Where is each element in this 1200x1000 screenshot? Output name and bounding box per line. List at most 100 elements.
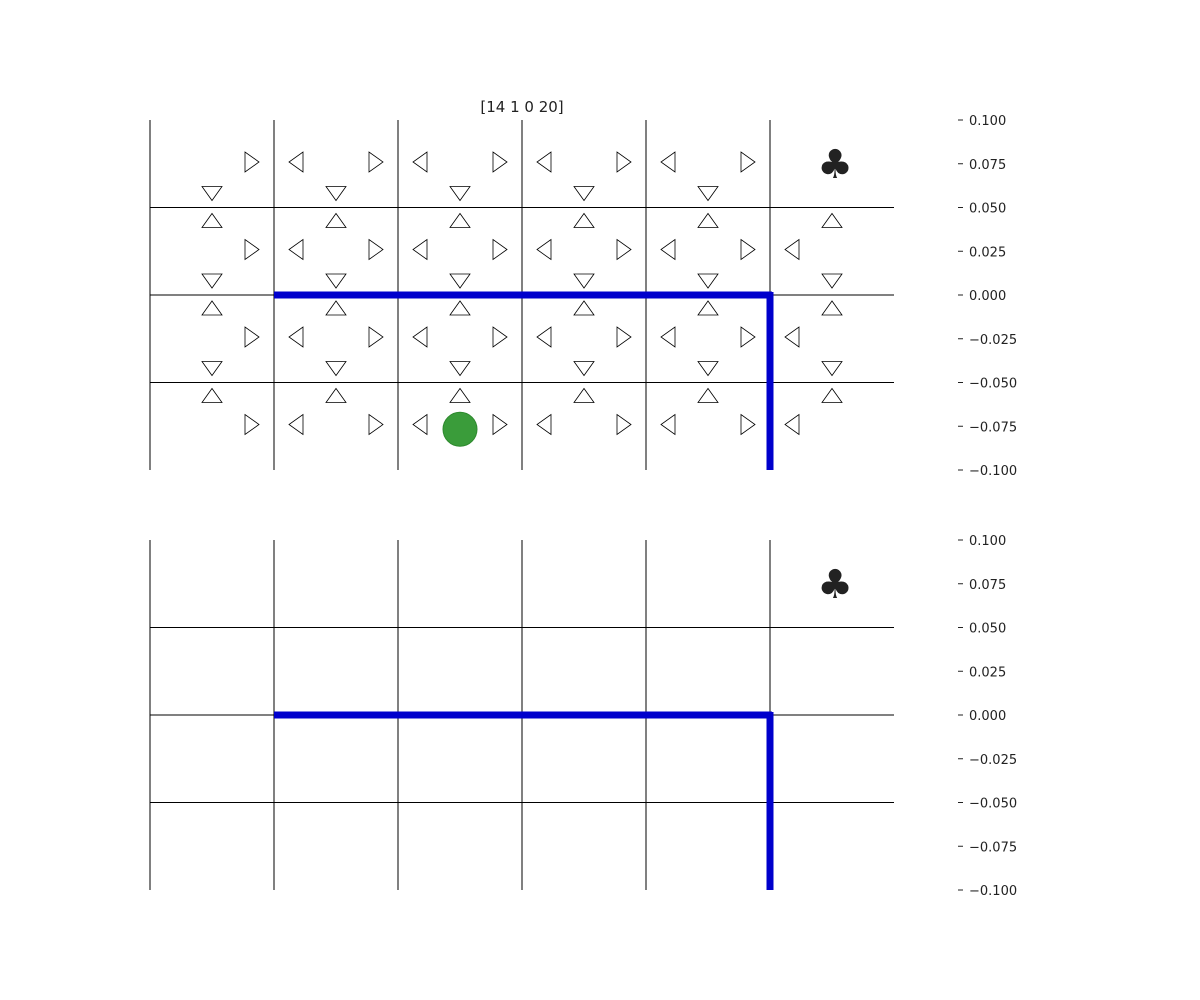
arrow-up-icon	[697, 387, 719, 403]
arrow-right-icon	[616, 151, 632, 173]
arrow-left-icon	[288, 413, 304, 436]
arrow-down-icon	[821, 273, 843, 289]
y-tick-label: −0.075	[969, 420, 1017, 435]
arrow-down-icon	[697, 186, 719, 202]
arrow-right-icon	[492, 413, 508, 436]
arrow-up-icon	[697, 212, 719, 228]
arrow-down-icon	[697, 361, 719, 377]
club-icon: ♣	[817, 142, 853, 188]
arrow-left-icon	[536, 413, 552, 436]
y-tick-label: −0.100	[969, 884, 1017, 899]
arrow-right-icon	[368, 413, 384, 436]
arrow-up-icon	[325, 212, 347, 228]
arrow-left-icon	[536, 238, 552, 261]
arrow-left-icon	[412, 413, 428, 436]
arrow-down-icon	[325, 273, 347, 289]
arrow-up-icon	[573, 387, 595, 403]
arrow-up-icon	[821, 212, 843, 228]
y-tick-label: 0.100	[969, 114, 1006, 129]
arrow-right-icon	[616, 238, 632, 261]
arrow-up-icon	[201, 387, 223, 403]
arrow-up-icon	[449, 387, 471, 403]
arrow-down-icon	[325, 186, 347, 202]
arrow-right-icon	[740, 413, 756, 436]
arrow-down-icon	[573, 273, 595, 289]
y-tick-label: 0.050	[969, 202, 1006, 217]
arrow-left-icon	[412, 238, 428, 261]
y-tick-label: 0.050	[969, 622, 1006, 637]
arrow-left-icon	[536, 326, 552, 348]
arrow-right-icon	[492, 326, 508, 348]
arrow-left-icon	[288, 326, 304, 348]
y-tick-label: 0.025	[969, 245, 1006, 260]
arrow-up-icon	[325, 300, 347, 316]
arrow-right-icon	[616, 413, 632, 436]
panels-group: ♣ 0.100 0.075 0.050 0.025 0.000 −0.025 −0.050 −0…	[149, 114, 1017, 899]
green-circle-agent	[442, 411, 478, 447]
y-tick-label: 0.000	[969, 709, 1006, 724]
arrow-up-icon	[201, 300, 223, 316]
arrow-up-icon	[821, 387, 843, 403]
figure-title: [14 1 0 20]	[480, 98, 563, 116]
y-tick-label: −0.050	[969, 797, 1017, 812]
arrow-right-icon	[368, 326, 384, 348]
arrow-right-icon	[244, 238, 260, 261]
arrow-right-icon	[244, 413, 260, 436]
arrow-left-icon	[784, 326, 800, 348]
policy-panel: ♣ 0.100 0.075 0.050 0.025 0.000 −0.025 −0.050 −0…	[149, 114, 1017, 479]
arrow-up-icon	[573, 212, 595, 228]
y-tick-label: −0.050	[969, 377, 1017, 392]
arrow-left-icon	[288, 238, 304, 261]
arrow-down-icon	[573, 361, 595, 377]
arrow-down-icon	[325, 361, 347, 377]
arrow-right-icon	[616, 326, 632, 348]
arrow-up-icon	[449, 212, 471, 228]
arrow-left-icon	[660, 413, 676, 436]
arrow-left-icon	[660, 238, 676, 261]
arrow-right-icon	[368, 238, 384, 261]
arrow-down-icon	[449, 186, 471, 202]
arrow-up-icon	[449, 300, 471, 316]
y-tick-label: −0.025	[969, 333, 1017, 348]
arrow-down-icon	[449, 361, 471, 377]
club-icon: ♣	[817, 562, 853, 608]
arrow-left-icon	[288, 151, 304, 173]
y-tick-label: −0.100	[969, 464, 1017, 479]
y-tick-label: −0.075	[969, 840, 1017, 855]
arrow-down-icon	[821, 361, 843, 377]
arrow-down-icon	[449, 273, 471, 289]
arrow-left-icon	[660, 326, 676, 348]
y-tick-label: 0.000	[969, 289, 1006, 304]
arrow-right-icon	[244, 326, 260, 348]
arrow-up-icon	[325, 387, 347, 403]
y-tick-label: 0.075	[969, 578, 1006, 593]
arrow-right-icon	[492, 151, 508, 173]
arrow-right-icon	[740, 151, 756, 173]
arrow-right-icon	[740, 326, 756, 348]
arrow-down-icon	[201, 273, 223, 289]
arrow-down-icon	[201, 361, 223, 377]
y-tick-label: 0.025	[969, 665, 1006, 680]
y-tick-label: 0.075	[969, 158, 1006, 173]
arrow-down-icon	[573, 186, 595, 202]
arrow-up-icon	[573, 300, 595, 316]
arrow-up-icon	[201, 212, 223, 228]
arrow-left-icon	[660, 151, 676, 173]
arrow-up-icon	[697, 300, 719, 316]
arrow-left-icon	[536, 151, 552, 173]
arrow-left-icon	[784, 413, 800, 436]
environment-panel: ♣ 0.100 0.075 0.050 0.025 0.000 −0.025 −0.050 −0…	[149, 534, 1017, 899]
arrow-right-icon	[740, 238, 756, 261]
arrow-right-icon	[368, 151, 384, 173]
arrow-left-icon	[412, 151, 428, 173]
arrow-left-icon	[784, 238, 800, 261]
arrow-right-icon	[492, 238, 508, 261]
arrow-down-icon	[201, 186, 223, 202]
arrow-right-icon	[244, 151, 260, 173]
y-tick-label: −0.025	[969, 753, 1017, 768]
y-tick-label: 0.100	[969, 534, 1006, 549]
arrow-up-icon	[821, 300, 843, 316]
arrow-left-icon	[412, 326, 428, 348]
arrow-down-icon	[697, 273, 719, 289]
